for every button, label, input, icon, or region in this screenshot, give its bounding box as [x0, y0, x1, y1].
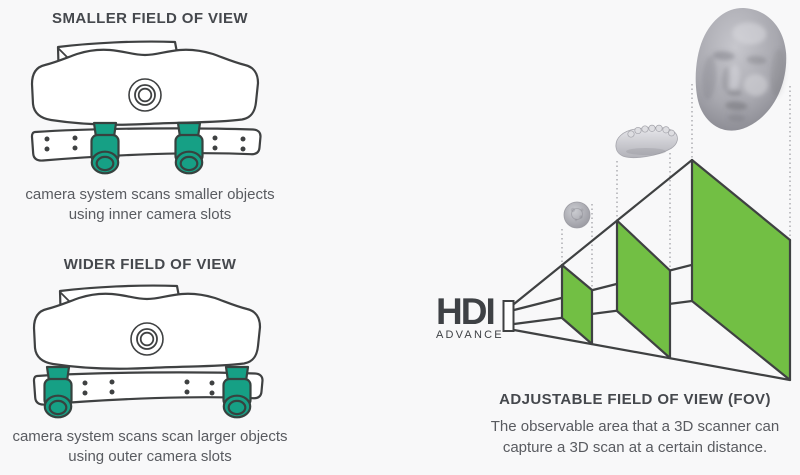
scanner-rail — [30, 127, 262, 162]
smaller-fov-caption: camera system scans smaller objects usin… — [0, 185, 300, 225]
smaller-fov-title: SMALLER FIELD OF VIEW — [52, 10, 248, 27]
adjustable-fov-description: The observable area that a 3D scanner ca… — [460, 416, 800, 458]
adjustable-fov-title: ADJUSTABLE FIELD OF VIEW (FOV) — [499, 391, 771, 408]
scanner-apex-box — [502, 300, 515, 332]
smaller-fov-caption-line2: using inner camera slots — [68, 206, 232, 223]
scanner-lens-inner — [139, 331, 155, 347]
logo-product-text: ADVANCE — [436, 329, 504, 341]
adjustable-fov-desc-line1: The observable area that a 3D scanner ca… — [490, 418, 780, 435]
wider-fov-caption-line1: camera system scans scan larger objects — [12, 428, 288, 445]
camera-inner-right — [174, 121, 204, 175]
rail-slot-dots — [44, 135, 246, 152]
hdi-advance-logo: HDI ADVANCE — [436, 291, 504, 341]
fov-plane-large — [690, 158, 792, 382]
wider-fov-title: WIDER FIELD OF VIEW — [63, 256, 237, 273]
scanner-lens-inner — [137, 87, 153, 103]
adjustable-fov-desc-line2: capture a 3D scan at a certain distance. — [502, 439, 768, 456]
fov-diagram — [502, 8, 792, 382]
wider-fov-caption-line2: using outer camera slots — [68, 448, 232, 465]
face-scan-object — [695, 8, 787, 131]
scanner-rail — [32, 371, 264, 406]
fov-plane-medium — [615, 219, 672, 360]
scanner-outer-cameras-illustration — [32, 284, 264, 419]
camera-outer-right — [222, 365, 252, 419]
smaller-fov-caption-line1: camera system scans smaller objects — [25, 186, 275, 203]
wider-fov-caption: camera system scans scan larger objects … — [0, 427, 300, 467]
dotted-guides — [561, 84, 791, 288]
camera-inner-left — [90, 121, 120, 175]
scanner-inner-cameras-illustration — [30, 40, 262, 175]
logo-brand-text: HDI — [436, 291, 496, 332]
rail-slot-dots — [82, 379, 215, 396]
jaw-scan-object — [615, 124, 678, 159]
camera-outer-left — [43, 365, 73, 419]
coin-scan-object — [563, 201, 591, 229]
fov-plane-small — [560, 263, 594, 346]
